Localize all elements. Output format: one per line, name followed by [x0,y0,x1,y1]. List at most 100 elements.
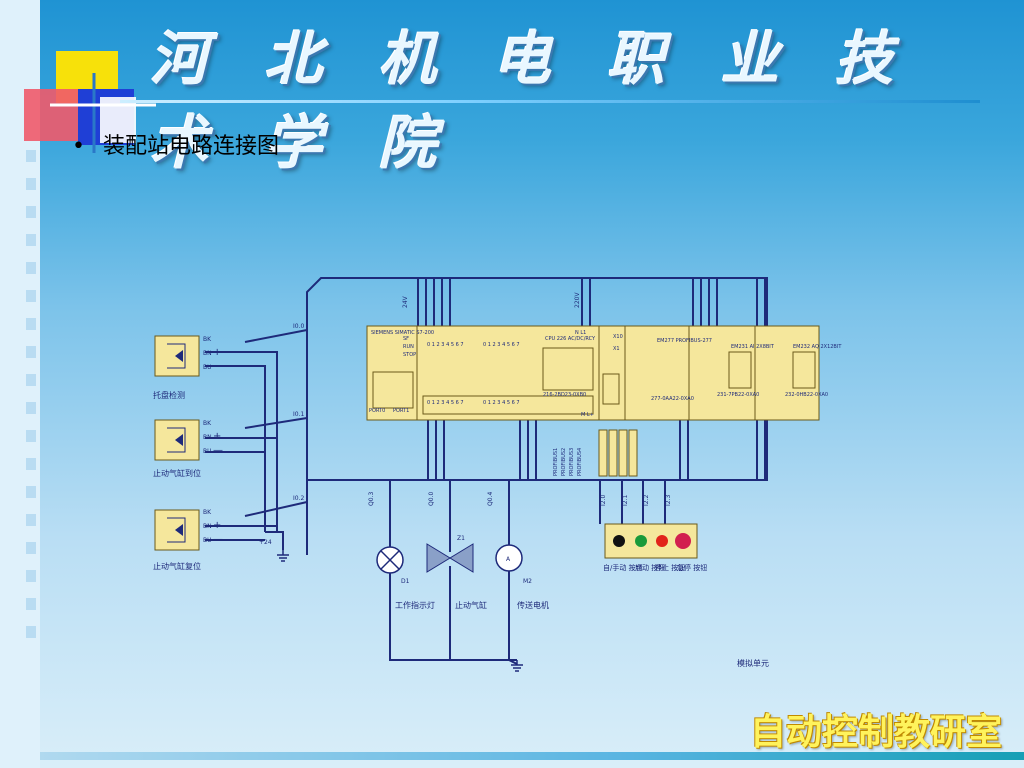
analog-module-em231 [688,325,756,421]
bottom-accent-bar [40,752,1024,760]
decor-square [26,514,36,526]
decor-square [26,402,36,414]
lamp-label: 工作指示灯 [395,600,435,610]
plus-sign: + [213,347,221,358]
m-l-label: M L+ [581,412,594,418]
valve-label: 止动气缸 [455,600,487,610]
decor-square [26,626,36,638]
heading-row: •装配站电路连接图 [72,128,279,160]
output-label-q00: Q0.0 [428,492,435,506]
plus-sign: + [213,431,221,442]
stop-button[interactable] [656,535,668,547]
stop-label: STOP [403,352,416,358]
decor-square [26,430,36,442]
decor-square [26,290,36,302]
port0-label: PORT0 [369,408,385,414]
ground-icon [277,550,289,562]
emergency-stop-button[interactable] [675,533,691,549]
decor-square [26,262,36,274]
em231-order-label: 231-7PB22-0XA0 [717,392,759,398]
wire-bu-common [205,365,266,532]
x10-label: X10 [613,334,623,340]
bn-label: BN [203,523,212,530]
decor-square [26,318,36,330]
x1-label: X1 [613,346,620,352]
bu-label: BU [203,537,212,544]
corner-logo-decor [24,51,156,153]
em277-order-label: 277-0AA22-0XA0 [651,396,694,402]
decor-square [26,570,36,582]
minus-sign: — [213,534,223,545]
motor-label: 传送电机 [517,600,549,610]
button-input-label: I2.3 [665,495,672,506]
analog-module-em232 [754,325,820,421]
n-l1-label: N L1 [575,330,586,336]
profibus-label: PROFIBUS2 [561,448,567,476]
bn-label: BN [203,434,212,441]
circuit-diagram: BK BN BU BK BN BU BK BN BU +24 + — + — +… [153,277,842,672]
lamp-icon [376,546,404,574]
plc-cpu [366,325,600,421]
bu-label: BU [203,364,212,371]
minus-sign: — [213,361,223,372]
profibus-label: PROFIBUS1 [553,448,559,476]
button-label: 急停 按钮 [677,563,707,572]
decor-square [26,346,36,358]
decor-square [26,234,36,246]
output-label-q03: Q0.3 [368,492,375,506]
bk-label: BK [203,509,212,516]
io-numbers: 0 1 2 3 4 5 6 7 [427,342,464,348]
button-label: 启动 按钮 [635,563,665,572]
input-label-i00: I0.0 [293,323,304,330]
decor-square [26,458,36,470]
em232-order-label: 232-0HB22-0XA0 [785,392,828,398]
power-220v-label: 220V [574,292,581,308]
motor-icon [495,544,523,572]
decor-square [26,374,36,386]
cpu-model-label: CPU 226 AC/DC/RCY [545,336,596,342]
minus-sign: — [213,445,223,456]
em277-label: EM277 PROFIBUS-277 [657,338,712,344]
button-input-label: I2.1 [622,495,629,506]
valve-icon [426,543,474,573]
cpu-order-label: 216-2BD23-0XB0 [543,392,586,398]
decor-square [26,150,36,162]
bk-label: BK [203,336,212,343]
io-numbers: 0 1 2 3 4 5 6 7 [427,400,464,406]
wire-i00 [244,329,308,343]
sensor-tray [154,335,200,377]
bk-label: BK [203,420,212,427]
valve-id: Z1 [457,535,465,542]
button-input-label: I2.2 [643,495,650,506]
profibus-label: PROFIBUS3 [569,448,575,476]
bu-label: BU [203,448,212,455]
sensor-stop-cylinder-retracted [154,509,200,551]
page-title: 河 北 机 电 职 业 技 术 学 院 [150,25,912,177]
profibus-connectors [598,429,638,477]
analog-unit-label: 模拟单元 [737,658,769,668]
port1-label: PORT1 [393,408,409,414]
bullet-icon: • [72,134,85,159]
button-label: 自/手动 按钮 [603,563,643,572]
sf-label: SF [403,336,409,342]
power-24v-label: 24V [402,295,409,308]
decor-square [26,598,36,610]
v24-label: +24 [259,539,272,546]
start-button[interactable] [635,535,647,547]
sensor-label: 托盘检测 [153,390,185,400]
selector-button[interactable] [613,535,625,547]
input-label-i02: I0.2 [293,495,304,502]
sensor-label: 止动气缸复位 [153,561,201,571]
title-underline [120,100,980,103]
decor-square [26,542,36,554]
input-label-i01: I0.1 [293,411,304,418]
button-input-label: I2.0 [600,495,607,506]
io-numbers: 0 1 2 3 4 5 6 7 [483,400,520,406]
motor-letter: A [506,556,511,563]
ground-icon [511,660,523,672]
sensor-label: 止动气缸到位 [153,468,201,478]
siemens-label: SIEMENS SIMATIC S7-200 [371,330,434,336]
em231-label: EM231 AI 2X8BIT [731,344,775,350]
plus-sign: + [213,520,221,531]
button-label: 停止 按钮 [655,563,685,572]
